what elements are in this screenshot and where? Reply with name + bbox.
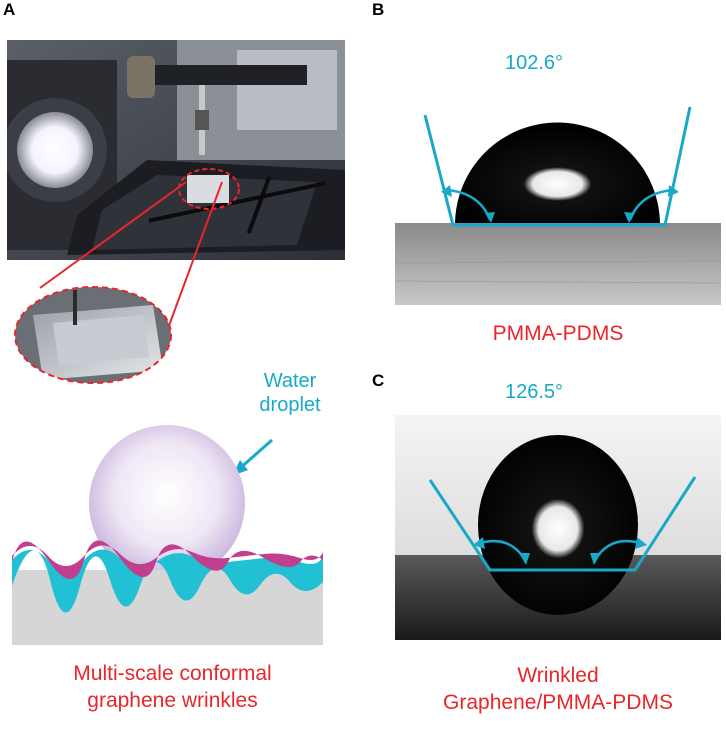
panel-c-caption-line1: Wrinkled [517,664,599,687]
panel-c-caption-line2: Graphene/PMMA-PDMS [443,691,673,714]
panel-c-droplet-image [395,415,721,640]
water-label-line1: Water [263,370,317,392]
panel-c-angle: 126.5° [505,381,564,403]
graphene-cyan-layer [12,549,323,613]
panel-a-caption-line1: Multi-scale conformal [73,662,272,685]
panel-c-letter: C [372,371,385,390]
panel-b-letter: B [372,0,385,19]
water-label-line2: droplet [259,394,321,416]
instrument-photo [7,40,345,260]
panel-b-angle: 102.6° [505,52,564,74]
water-droplet [89,425,245,581]
panel-b-droplet-image [395,85,721,305]
water-droplet-label: Water droplet [235,369,345,417]
panel-a-caption: Multi-scale conformal graphene wrinkles [0,660,345,714]
panel-a-letter: A [3,0,16,19]
graphene-pink-layer [12,540,323,579]
droplet-schematic [12,425,323,645]
panel-b-caption: PMMA-PDMS [492,322,624,345]
panel-a-caption-line2: graphene wrinkles [87,689,258,712]
panel-c-caption: Wrinkled Graphene/PMMA-PDMS [395,662,721,716]
sample-zoom-inset [13,285,173,385]
